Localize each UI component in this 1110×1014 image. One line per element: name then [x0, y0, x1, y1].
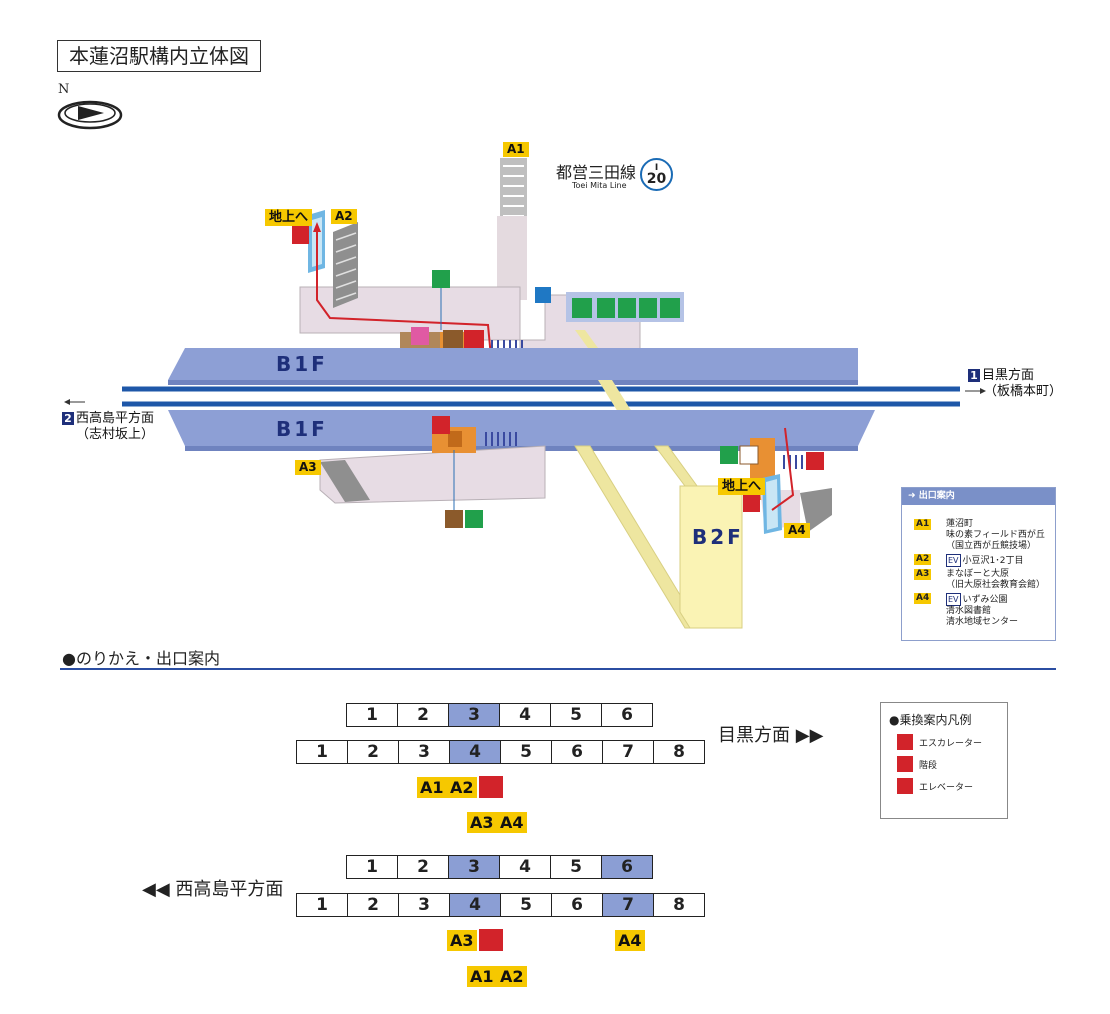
section-divider	[60, 668, 1056, 670]
gates-lower	[485, 432, 517, 446]
car: 6	[551, 740, 603, 764]
page-title: 本蓮沼駅構内立体図	[57, 40, 261, 72]
exit-a2-stairs	[333, 222, 358, 308]
stairs-to-b2f	[574, 445, 701, 629]
car: 4	[499, 855, 551, 879]
exit-a1-tag: A1	[503, 142, 529, 157]
car-highlight: 3	[448, 703, 500, 727]
route-left	[316, 225, 493, 369]
meguro-direction-label: 目黒方面 ▶▶	[718, 725, 824, 746]
car: 6	[601, 703, 653, 727]
exit-legend-row-a3: A3 まなぼーと大原 （旧大原社会教育会館）	[914, 569, 1046, 590]
tag-a4: A4	[497, 812, 527, 833]
stairs-icon	[479, 776, 503, 798]
north-label: N	[58, 82, 70, 97]
compass-icon	[57, 100, 123, 130]
info-icon-lower	[465, 510, 483, 528]
car: 4	[499, 703, 551, 727]
line-name-en: Toei Mita Line	[572, 181, 627, 190]
floor-b1f-lower: B1F	[276, 417, 328, 441]
nishitakashimadaira-direction-label: ◀◀ 西高島平方面	[142, 879, 284, 900]
exit-a3-tag: A3	[295, 460, 321, 475]
exit-a2-tag: A2	[331, 209, 357, 224]
exit-a1-stairs	[497, 158, 527, 300]
cars-row-1: 1 2 3 4 5 6	[346, 703, 653, 727]
car-highlight: 6	[601, 855, 653, 879]
ticket-machine-icon	[411, 327, 429, 345]
car-highlight: 3	[448, 855, 500, 879]
lower-concourse	[319, 445, 546, 504]
to-ground-left: 地上へ	[265, 209, 313, 226]
exit-legend-row-a1: A1 蓮沼町 味の素フィールド西が丘 （国立西が丘競技場）	[914, 519, 1045, 551]
exit-a3-stairs	[320, 460, 370, 502]
car: 2	[347, 740, 399, 764]
car: 1	[296, 893, 348, 917]
car-highlight: 4	[449, 740, 501, 764]
car: 8	[653, 893, 705, 917]
tag-a2: A2	[497, 966, 527, 987]
transfer-section-heading: ●のりかえ・出口案内	[62, 649, 220, 668]
elevator-icon-right	[743, 494, 760, 512]
platform-upper	[168, 348, 858, 385]
cars-row-3: 1 2 3 4 5 6	[346, 855, 653, 879]
line-code-badge: I 20	[640, 158, 674, 191]
car: 1	[346, 703, 398, 727]
tag-a3: A3	[447, 930, 477, 951]
transfer-legend-title: ●乗換案内凡例	[889, 713, 972, 727]
tag-a1: A1	[417, 777, 447, 798]
line-name: 都営三田線	[556, 163, 637, 182]
car: 2	[347, 893, 399, 917]
cars-row-4: 1 2 3 4 5 6 7 8	[296, 893, 705, 917]
tag-a3: A3	[467, 812, 497, 833]
elevator-icon	[897, 778, 913, 794]
escalator-icon	[897, 734, 913, 750]
elevator-icon-left	[292, 226, 309, 244]
legend-stairs: 階段	[897, 756, 1007, 772]
car-highlight: 4	[449, 893, 501, 917]
tag-a2: A2	[447, 777, 477, 798]
car-highlight: 7	[602, 893, 654, 917]
fare-adjust-icon	[443, 330, 463, 348]
exit-legend-header: ➜ 出口案内	[902, 488, 1055, 505]
aed-icon-lower-left	[432, 416, 450, 434]
car: 7	[602, 740, 654, 764]
stairs-icon	[479, 929, 503, 951]
floor-b2f: B2F	[692, 525, 744, 549]
exit-legend: ➜ 出口案内 A1 蓮沼町 味の素フィールド西が丘 （国立西が丘競技場） A2 …	[901, 487, 1056, 641]
to-ground-right: 地上へ	[718, 478, 766, 495]
tag-a4: A4	[615, 930, 645, 951]
legend-escalator: エスカレーター	[897, 734, 1007, 750]
tag-a1: A1	[467, 966, 497, 987]
info-icon	[432, 270, 450, 288]
car: 2	[397, 703, 449, 727]
car: 5	[550, 703, 602, 727]
car: 2	[397, 855, 449, 879]
cars-row-2: 1 2 3 4 5 6 7 8	[296, 740, 705, 764]
car: 5	[500, 893, 552, 917]
stairs-icon	[897, 756, 913, 772]
transfer-legend: ●乗換案内凡例 エスカレーター 階段 エレベーター	[880, 702, 1008, 819]
fare-adjust-icon-lower	[445, 510, 463, 528]
platform-b2f	[679, 485, 743, 629]
toilet-icons	[597, 298, 680, 318]
car: 3	[398, 893, 450, 917]
car: 5	[550, 855, 602, 879]
car: 1	[296, 740, 348, 764]
car: 1	[346, 855, 398, 879]
aed-icon-upper	[464, 330, 484, 350]
legend-elevator: エレベーター	[897, 778, 1007, 794]
car: 6	[551, 893, 603, 917]
car: 3	[398, 740, 450, 764]
phone-icon	[535, 287, 551, 303]
car: 8	[653, 740, 705, 764]
exit-a4-tag: A4	[784, 523, 810, 538]
station-map	[57, 100, 986, 629]
line-logo: 都営三田線 Toei Mita Line I 20	[556, 158, 674, 191]
car: 5	[500, 740, 552, 764]
floor-b1f-upper: B1F	[276, 352, 328, 376]
